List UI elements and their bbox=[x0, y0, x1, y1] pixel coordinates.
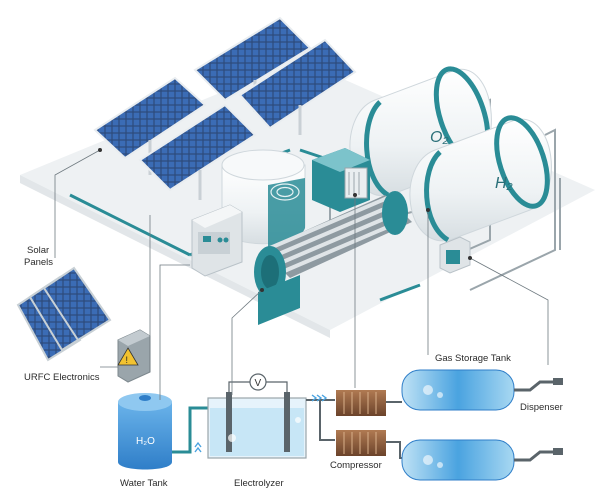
water-tank-label: H₂O bbox=[136, 436, 155, 447]
urfc-electronics-box: ! bbox=[117, 329, 151, 383]
callout-lines bbox=[54, 149, 549, 400]
gas-storage-tank-label: Gas Storage Tank bbox=[435, 353, 511, 364]
hydrogen-tank-label: H₂ bbox=[495, 175, 513, 192]
compressor-label: Compressor bbox=[330, 460, 382, 471]
solar-panels-group bbox=[16, 266, 112, 362]
platform-water-tank bbox=[221, 149, 306, 247]
water-tank: H₂O bbox=[118, 393, 172, 470]
hydrogen-storage-tank: H₂ bbox=[409, 115, 552, 243]
warning-icon: ! bbox=[126, 355, 129, 365]
flow-arrows-up bbox=[194, 441, 202, 453]
solar-panels-label-line2: Panels bbox=[24, 257, 54, 268]
solar-panels-label-line1: Solar bbox=[27, 245, 50, 256]
dispenser-nozzles bbox=[553, 378, 563, 455]
compressor-to-tank-pipes bbox=[386, 401, 402, 459]
solar-panel-d bbox=[238, 38, 357, 135]
electrolyzer-label: Electrolyzer bbox=[234, 478, 284, 489]
platform-control-box bbox=[191, 204, 243, 277]
rooftop-solar-array bbox=[93, 16, 357, 200]
oxygen-tank-label: O₂ bbox=[430, 129, 449, 146]
flow-arrows-right bbox=[311, 394, 328, 402]
dispenser-label: Dispenser bbox=[520, 402, 563, 413]
compressor-upper bbox=[336, 390, 386, 416]
water-tank-label-text: Water Tank bbox=[120, 478, 168, 489]
urfc-electronics-label: URFC Electronics bbox=[24, 372, 100, 383]
voltmeter-circuit: V bbox=[228, 373, 288, 392]
gas-storage-tank-lower bbox=[401, 439, 555, 481]
electrolyzer-stack bbox=[254, 191, 412, 325]
electrolyzer-cell bbox=[207, 392, 307, 459]
solar-panel-c bbox=[138, 103, 257, 200]
electrolyzer-output-pipes bbox=[306, 399, 335, 441]
gas-storage-tank-upper bbox=[401, 369, 555, 411]
voltmeter-label: V bbox=[255, 378, 262, 389]
compressor-lower bbox=[336, 430, 386, 456]
water-feed-pipe bbox=[172, 406, 210, 454]
callout-dots bbox=[98, 148, 472, 292]
fuel-cell-module bbox=[312, 148, 370, 212]
platform-dispenser-unit bbox=[439, 236, 471, 274]
